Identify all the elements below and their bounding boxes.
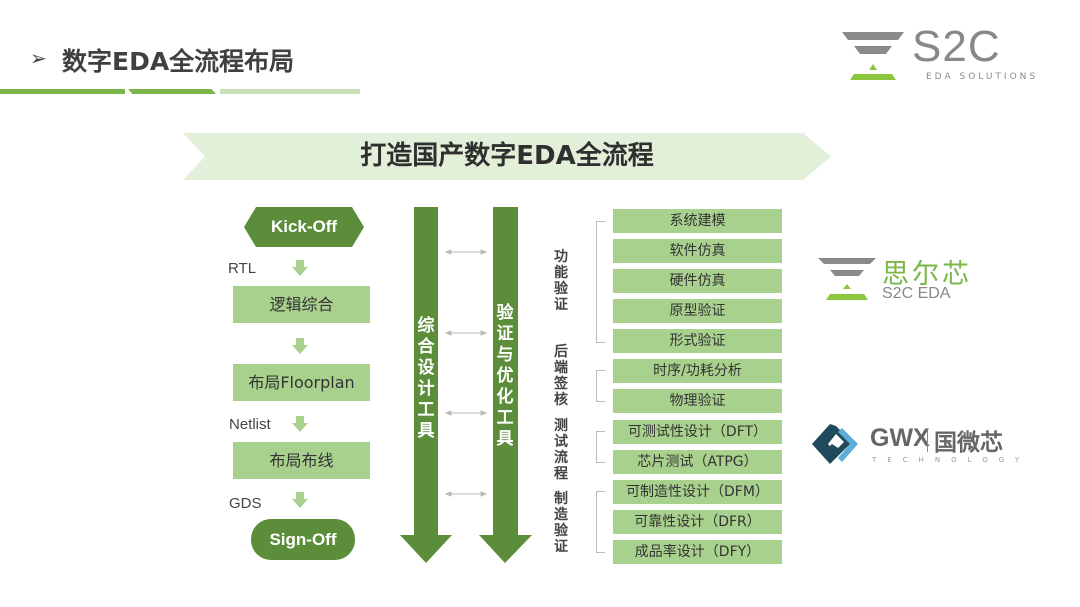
list-item: 芯片测试（ATPG） xyxy=(613,450,782,474)
list-item: 原型验证 xyxy=(613,299,782,323)
list-item: 可制造性设计（DFM） xyxy=(613,480,782,504)
group-label-functional-verification: 功能验证 xyxy=(554,249,568,313)
down-arrow-icon xyxy=(292,416,308,432)
list-item: 软件仿真 xyxy=(613,239,782,263)
bracket xyxy=(596,431,605,463)
down-arrow-icon xyxy=(292,260,308,276)
list-item: 可靠性设计（DFR） xyxy=(613,510,782,534)
banner-chevron xyxy=(183,133,831,180)
s2c-logo: S2C EDA SOLUTIONS xyxy=(840,22,1045,83)
tool-arrows xyxy=(400,207,532,563)
list-item: 硬件仿真 xyxy=(613,269,782,293)
gds-label: GDS xyxy=(229,495,262,512)
logo-divider xyxy=(927,428,928,452)
gwx-logo-sub: TECHNOLOGY xyxy=(872,456,1031,464)
gwx-logo: GWX 国微芯 TECHNOLOGY xyxy=(808,422,1038,468)
arrowhead-bullet-icon: ➢ xyxy=(30,46,47,70)
down-arrow-icon xyxy=(292,338,308,354)
rtl-label: RTL xyxy=(228,260,257,277)
list-item: 物理验证 xyxy=(613,389,782,413)
group-label-backend-signoff: 后端签核 xyxy=(554,344,568,408)
gwx-logo-mark xyxy=(812,424,858,464)
group-label-test-flow: 测试流程 xyxy=(554,418,568,482)
s2c-logo-sub: EDA SOLUTIONS xyxy=(926,72,1039,82)
gwx-logo-text: GWX xyxy=(870,424,930,452)
s2c-logo-mark xyxy=(842,32,904,80)
group-label-manufacturing-verification: 制造验证 xyxy=(554,491,568,555)
sierxin-logo-en: S2C EDA xyxy=(882,285,951,302)
s2c-logo-text: S2C xyxy=(912,22,1001,71)
list-item: 系统建模 xyxy=(613,209,782,233)
list-item: 成品率设计（DFY） xyxy=(613,540,782,564)
step-floorplan: 布局Floorplan xyxy=(233,364,370,401)
bracket xyxy=(596,491,605,553)
bracket xyxy=(596,221,605,343)
sierxin-logo-mark xyxy=(818,258,876,300)
down-arrow-icon xyxy=(292,492,308,508)
kick-off-node: Kick-Off xyxy=(244,207,364,247)
netlist-label: Netlist xyxy=(229,416,271,433)
sierxin-logo-cn: 思尔芯 xyxy=(882,259,972,290)
step-logic-synthesis: 逻辑综合 xyxy=(233,286,370,323)
bracket xyxy=(596,370,605,402)
design-tools-label: 综合设计工具 xyxy=(417,316,435,441)
title-underline xyxy=(0,89,125,94)
title-underline xyxy=(128,89,216,94)
gwx-logo-cn: 国微芯 xyxy=(934,430,1003,456)
verification-tools-label: 验证与优化工具 xyxy=(496,303,514,449)
sign-off-node: Sign-Off xyxy=(251,519,355,560)
page-title: 数字EDA全流程布局 xyxy=(62,47,295,76)
list-item: 可测试性设计（DFT） xyxy=(613,420,782,444)
design-tools-arrow xyxy=(400,207,452,563)
list-item: 形式验证 xyxy=(613,329,782,353)
sierxin-logo: 思尔芯 S2C EDA xyxy=(816,254,991,306)
step-place-route: 布局布线 xyxy=(233,442,370,479)
title-underline xyxy=(220,89,360,94)
list-item: 时序/功耗分析 xyxy=(613,359,782,383)
banner-title: 打造国产数字EDA全流程 xyxy=(360,141,654,171)
double-arrow-connectors xyxy=(444,249,488,497)
verification-tools-arrow xyxy=(479,207,532,563)
